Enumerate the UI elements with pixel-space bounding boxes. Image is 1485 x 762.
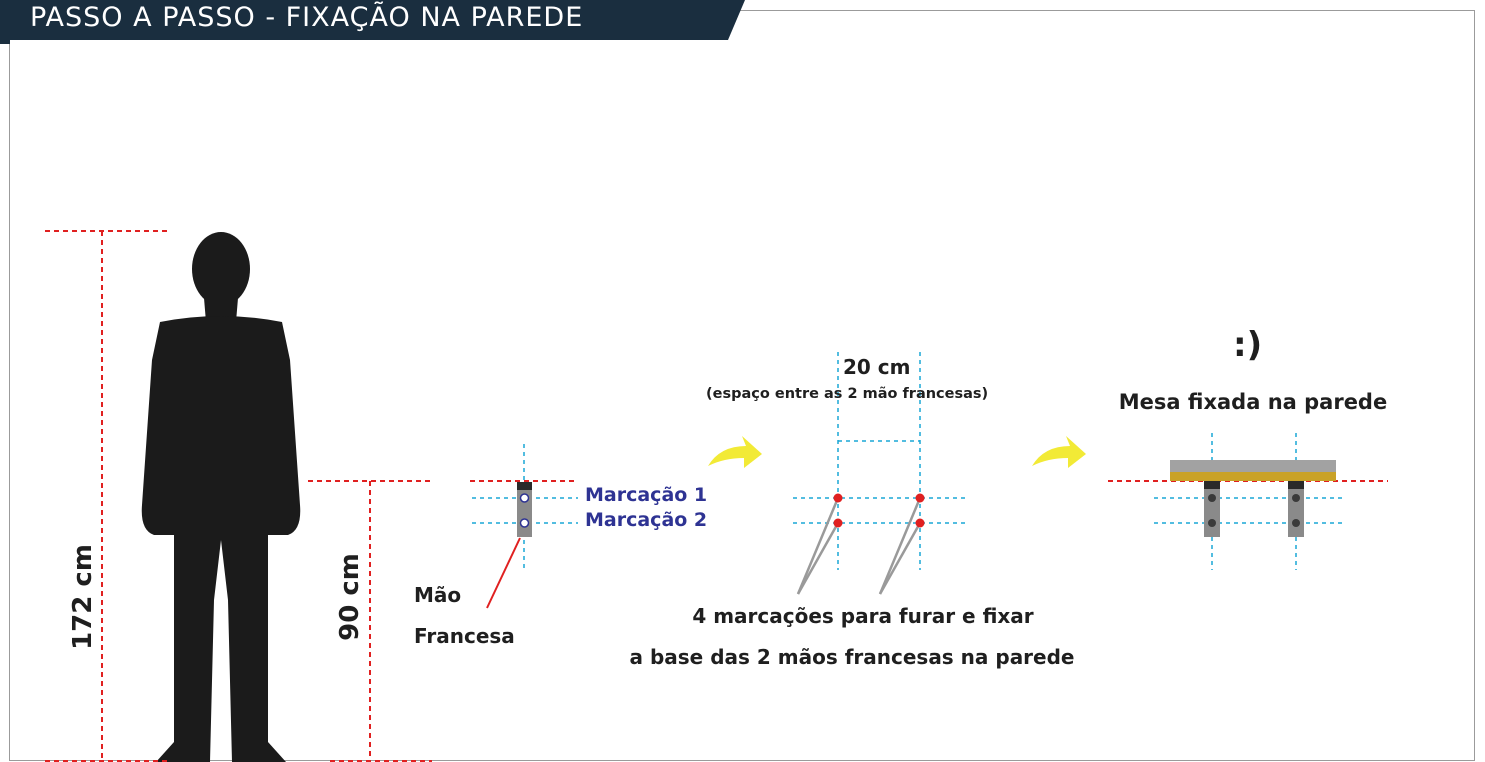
smiley: :)	[1233, 325, 1263, 365]
mark-1-point	[519, 493, 530, 503]
bracket-pointer-line	[486, 537, 521, 609]
table-wood-edge	[1170, 472, 1336, 481]
step3-table-diagram	[1108, 433, 1388, 570]
step-arrow-1	[708, 436, 762, 468]
table-bracket-left	[1204, 489, 1220, 537]
mark-1-label: Marcação 1	[585, 484, 708, 506]
drill-mark	[915, 493, 925, 503]
mark-2-point	[519, 518, 530, 528]
step2-spacing-diagram	[793, 352, 966, 595]
step-arrow-2	[1032, 436, 1086, 468]
table-top	[1170, 460, 1336, 472]
bracket-label-line1: Mão	[414, 583, 462, 607]
height-dimension-90	[308, 480, 432, 762]
mark-2-label: Marcação 2	[585, 509, 708, 531]
drill-mark	[915, 518, 925, 528]
step2-caption-line1: 4 marcações para furar e fixar	[692, 604, 1034, 628]
person-silhouette	[141, 232, 301, 762]
drill-mark	[833, 493, 843, 503]
header-banner-shape	[0, 0, 745, 44]
step1-bracket-diagram	[470, 444, 578, 609]
drill-mark	[833, 518, 843, 528]
spacing-note: (espaço entre as 2 mão francesas)	[706, 386, 989, 402]
step3-caption: Mesa fixada na parede	[1118, 390, 1388, 414]
bracket-label-line2: Francesa	[414, 624, 515, 648]
table-height-label: 90 cm	[335, 553, 365, 641]
height-dimension-172	[45, 230, 170, 762]
header-banner: PASSO A PASSO - FIXAÇÃO NA PAREDE	[0, 0, 770, 44]
spacing-label: 20 cm	[843, 355, 911, 379]
step2-caption-line2: a base das 2 mãos francesas na parede	[629, 645, 1075, 669]
bracket-top-plate	[517, 482, 532, 490]
diagram-frame	[9, 10, 1475, 761]
person-height-label: 172 cm	[68, 544, 98, 650]
page-title: PASSO A PASSO - FIXAÇÃO NA PAREDE	[30, 2, 584, 33]
table-bracket-right	[1288, 489, 1304, 537]
